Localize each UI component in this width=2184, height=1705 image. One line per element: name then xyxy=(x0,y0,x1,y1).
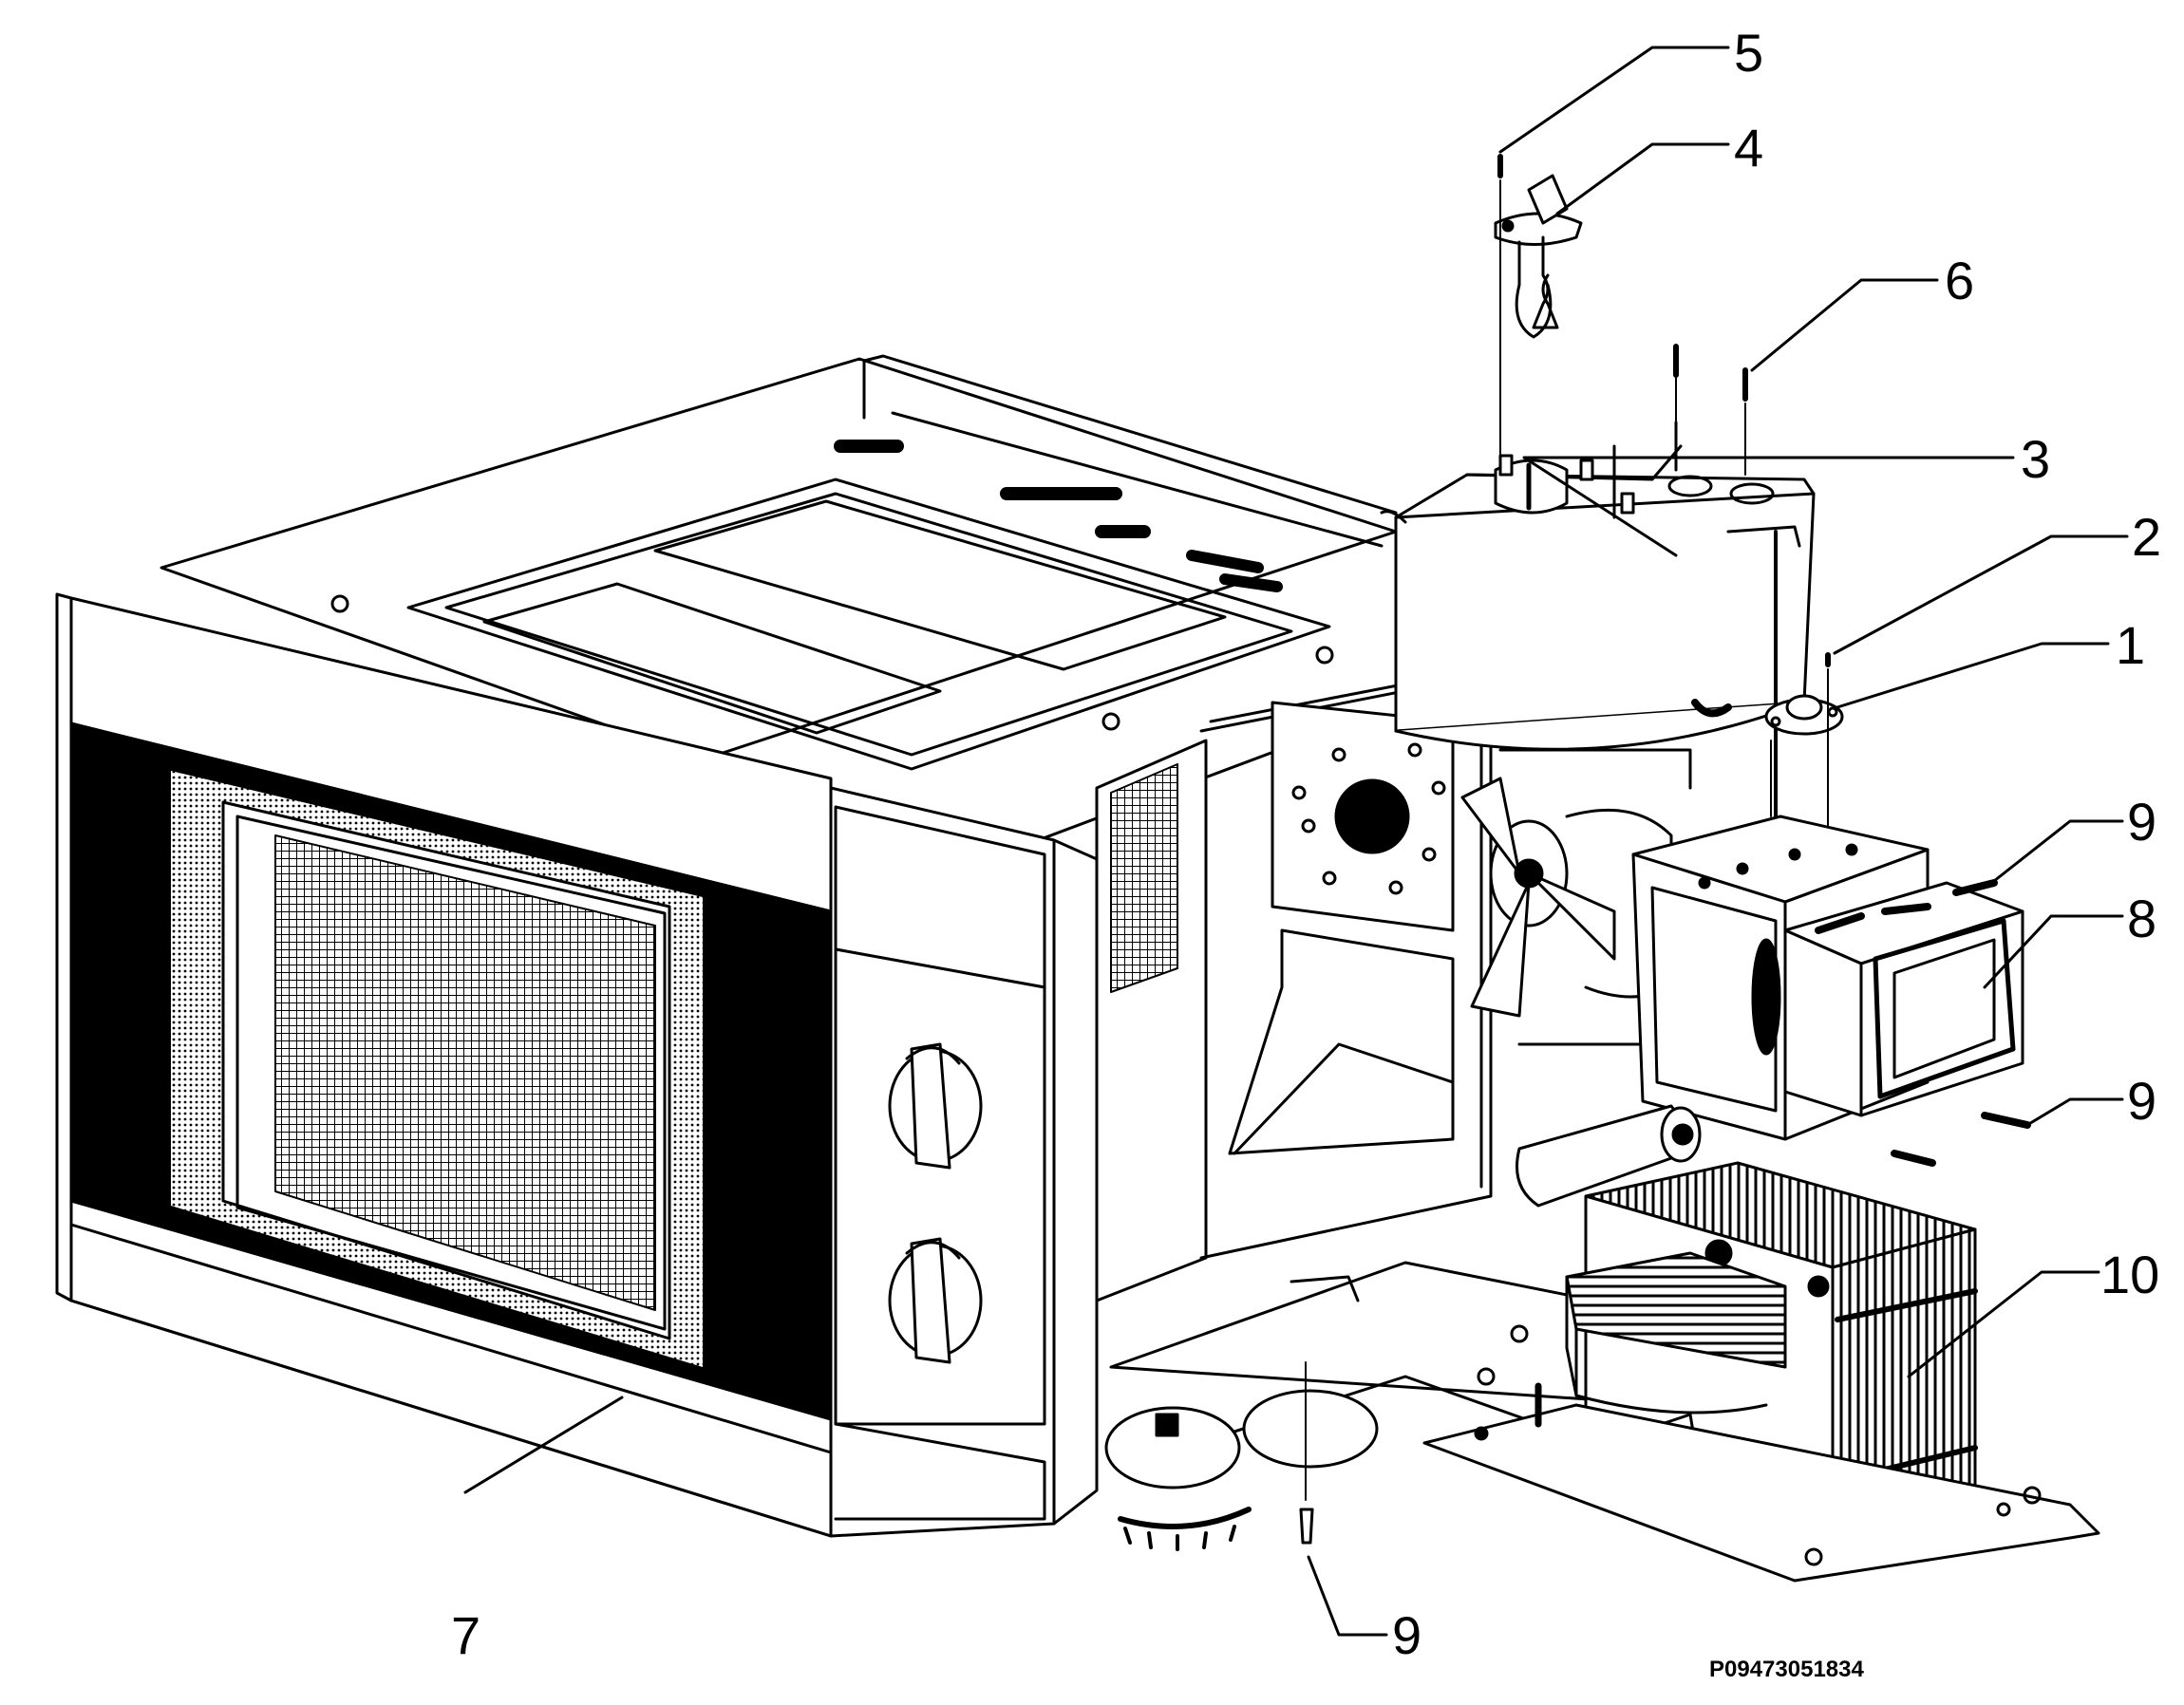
callout-9-bottom: 9 xyxy=(1392,1605,1422,1665)
callout-10: 10 xyxy=(2100,1245,2160,1304)
image-code: P09473051834 xyxy=(1709,1657,1864,1682)
hv-transformer xyxy=(1422,1161,2100,1583)
leader-9a xyxy=(1992,819,2124,883)
leader-7 xyxy=(463,1396,624,1494)
bracket-screws xyxy=(1673,344,1748,476)
callout-4: 4 xyxy=(1734,118,1764,178)
cooling-fan xyxy=(1460,748,1692,1046)
callout-5: 5 xyxy=(1734,23,1764,83)
oven-lamp xyxy=(1494,174,1583,339)
callout-9-mid: 9 xyxy=(2127,1071,2157,1131)
callout-9-top: 9 xyxy=(2127,792,2157,852)
cavity-interior xyxy=(1095,667,1493,1302)
leader-2 xyxy=(1833,534,2129,655)
callout-2: 2 xyxy=(2132,507,2162,567)
callout-3: 3 xyxy=(2021,429,2051,489)
leader-8 xyxy=(1983,914,2124,989)
magnetron xyxy=(1516,815,2024,1208)
leader-10 xyxy=(1907,1270,2100,1378)
magnetron-screws xyxy=(1881,879,2031,1167)
leader-lines xyxy=(463,46,2129,1637)
leader-5 xyxy=(1498,46,1730,154)
timer-knob xyxy=(888,1042,983,1170)
door-assembly xyxy=(55,592,833,1538)
thermal-cutout xyxy=(1764,652,1844,836)
control-panel xyxy=(829,786,1099,1538)
callout-6: 6 xyxy=(1945,251,1975,310)
leader-6 xyxy=(1750,278,1939,372)
leader-3 xyxy=(1522,456,2015,557)
leader-9c xyxy=(1307,1555,1388,1637)
callout-8: 8 xyxy=(2127,889,2157,948)
callout-1: 1 xyxy=(2116,615,2146,675)
power-knob xyxy=(888,1237,983,1364)
callout-7: 7 xyxy=(451,1605,481,1665)
leader-9b xyxy=(2025,1097,2124,1127)
leader-4 xyxy=(1555,142,1730,215)
leader-1 xyxy=(1836,642,2110,709)
